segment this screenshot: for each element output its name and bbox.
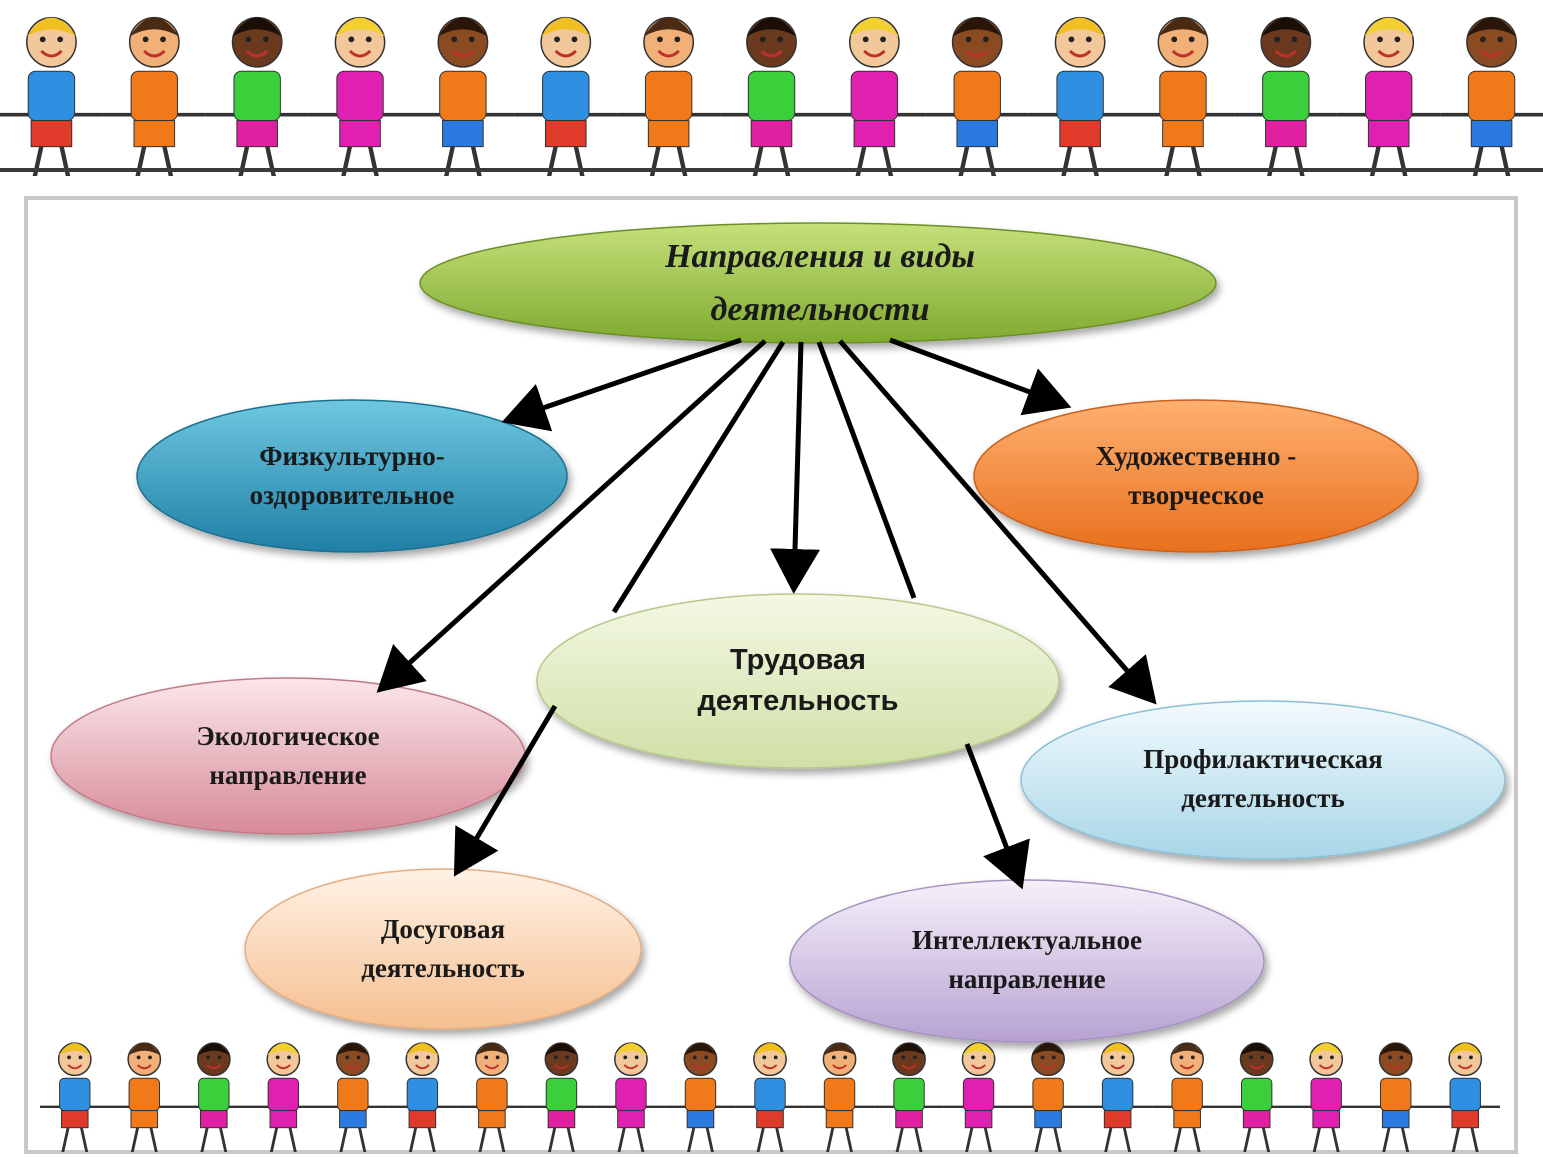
node-ekolog-line1: Экологическое: [196, 720, 380, 751]
arrow-to-dosugovaya: [453, 704, 558, 877]
arrow-to-trudovaya: [770, 341, 821, 594]
child-figure: [1013, 1042, 1083, 1152]
child-figure: [1360, 1042, 1431, 1152]
child-figure: [617, 16, 721, 176]
node-hudozhestv-line1: Художественно -: [1095, 440, 1297, 471]
child-figure: [1221, 1042, 1292, 1152]
node-ellipse-trudovaya: [536, 593, 1060, 769]
node-trudovaya-line1: Трудовая: [730, 644, 866, 677]
node-intellekt: Интеллектуальное направление: [790, 882, 1264, 1038]
node-root-line2: деятельности: [710, 291, 930, 328]
node-root: Направления и виды деятельности: [440, 225, 1200, 343]
node-trudovaya: Трудовая деятельность: [537, 600, 1059, 762]
node-intellekt-line1: Интеллектуальное: [912, 924, 1142, 955]
child-figure: [720, 16, 823, 176]
child-figure: [1028, 16, 1132, 176]
child-figure: [1291, 1042, 1361, 1152]
arrow-to-ekolog: [376, 339, 767, 693]
node-root-line1: Направления и виды: [665, 238, 975, 276]
arrow-line-left-through: [611, 340, 786, 614]
arrow-to-profilakt: [838, 339, 1157, 705]
node-ellipse-fizkultura: [136, 399, 568, 553]
child-figure: [526, 1042, 597, 1152]
node-trudovaya-line2: деятельность: [697, 685, 899, 717]
child-figure: [1131, 16, 1235, 176]
child-figure: [1234, 16, 1338, 176]
child-figure: [1430, 1042, 1500, 1152]
child-figure: [822, 16, 926, 176]
child-figure: [804, 1042, 875, 1152]
child-figure: [665, 1042, 736, 1152]
child-figure: [179, 1042, 249, 1152]
node-profilakt: Профилактическая деятельность: [1021, 702, 1505, 856]
child-figure: [596, 1042, 666, 1152]
child-figure: [735, 1042, 805, 1152]
arrow-to-intellekt: [964, 743, 1030, 890]
child-figure: [248, 1042, 319, 1152]
child-figure: [943, 1042, 1014, 1152]
node-ekolog-line2: направление: [209, 760, 367, 790]
node-fizkultura-line1: Физкультурно-: [259, 440, 445, 471]
child-figure: [40, 1042, 110, 1152]
node-dosugovaya-line1: Досуговая: [380, 913, 506, 944]
node-hudozhestv: Художественно - творческое: [974, 405, 1418, 547]
arrow-to-hudozhestv: [889, 337, 1072, 416]
child-figure: [1082, 1042, 1153, 1152]
child-figure: [318, 1042, 388, 1152]
node-profilakt-line1: Профилактическая: [1143, 743, 1383, 774]
child-figure: [308, 16, 412, 176]
children-banner-bottom: [40, 1030, 1500, 1152]
node-ellipse-hudozhestv: [973, 399, 1419, 553]
node-dosugovaya-line2: деятельность: [361, 953, 525, 983]
banner-divider: [0, 168, 1543, 172]
child-figure: [102, 16, 206, 176]
node-fizkultura: Физкультурно- оздоровительное: [137, 405, 567, 547]
node-ellipse-profilakt: [1020, 700, 1506, 860]
node-ellipse-dosugovaya: [244, 868, 642, 1030]
child-figure: [1152, 1042, 1222, 1152]
child-figure: [514, 16, 618, 176]
child-figure: [109, 1042, 180, 1152]
children-banner-top: [0, 0, 1543, 176]
child-figure: [387, 1042, 458, 1152]
child-figure: [874, 1042, 944, 1152]
arrow-line-right-through: [816, 341, 917, 599]
child-figure: [1440, 16, 1543, 176]
node-fizkultura-line2: оздоровительное: [249, 480, 455, 510]
node-ekolog: Экологическое направление: [51, 680, 525, 832]
child-figure: [457, 1042, 527, 1152]
node-profilakt-line2: деятельность: [1181, 783, 1345, 813]
child-figure: [411, 16, 515, 176]
child-figure: [205, 16, 309, 176]
node-intellekt-line2: направление: [948, 964, 1106, 994]
node-hudozhestv-line2: творческое: [1128, 480, 1264, 510]
arrow-to-fizkultura: [501, 337, 742, 432]
node-dosugovaya: Досуговая деятельность: [245, 872, 641, 1026]
